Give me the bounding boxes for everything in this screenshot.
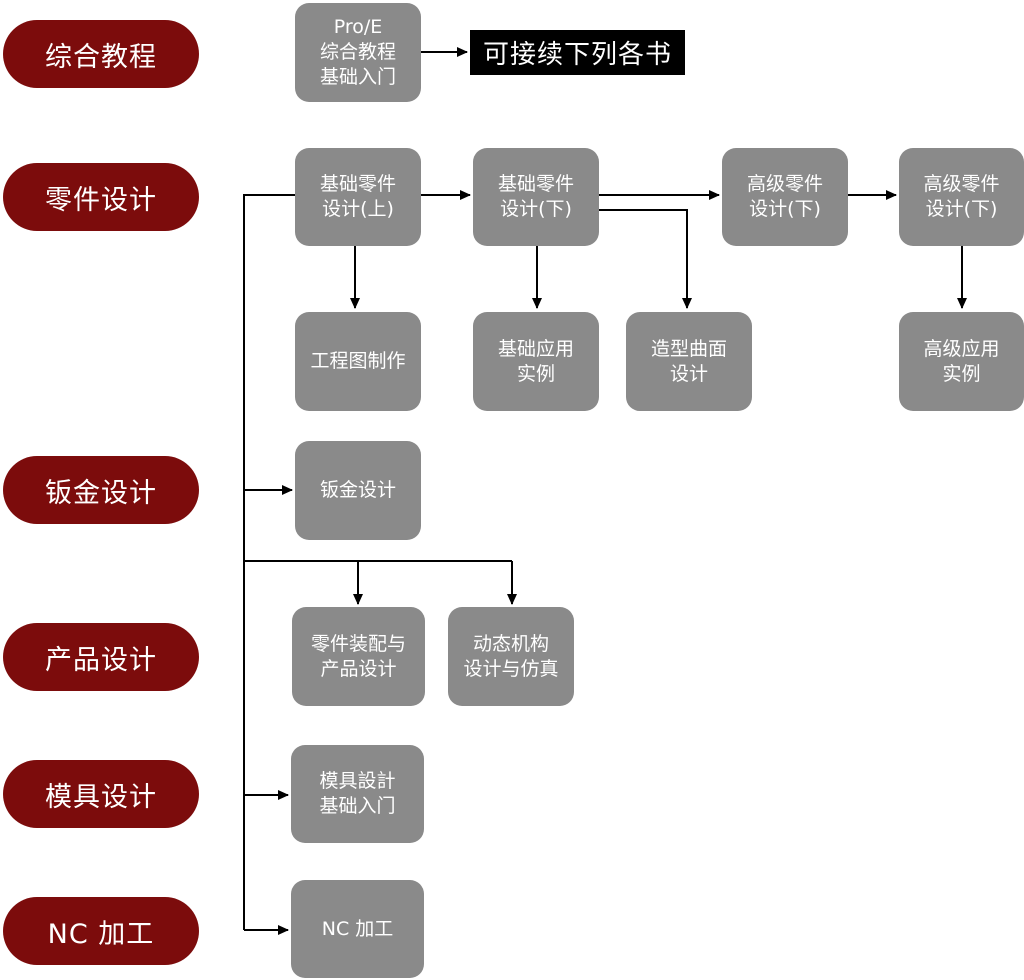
book-adv-part-2-line-2: 设计(下) (925, 198, 998, 220)
book-mechanism: 动态机构 设计与仿真 (448, 607, 574, 706)
book-sheet-metal-line-1: 钣金设计 (319, 479, 396, 501)
category-sheet-metal: 钣金设计 (3, 456, 199, 524)
book-adv-examples: 高级应用 实例 (899, 312, 1024, 411)
book-nc-line-1: NC 加工 (321, 917, 394, 940)
book-surface-design-line-2: 设计 (669, 362, 708, 385)
book-adv-part-1: 高级零件 设计(下) (722, 148, 848, 246)
continue-note: 可接续下列各书 (470, 30, 685, 75)
book-adv-part-2-line-1: 高级零件 (923, 173, 1000, 195)
book-drawing: 工程图制作 (295, 312, 421, 411)
book-surface-design-line-1: 造型曲面 (650, 337, 727, 360)
book-adv-examples-line-1: 高级应用 (923, 337, 1000, 360)
book-adv-part-1-line-2: 设计(下) (749, 198, 821, 220)
category-product-design: 产品设计 (3, 623, 199, 691)
book-assembly-line-2: 产品设计 (320, 657, 397, 680)
book-basic-examples: 基础应用 实例 (473, 312, 599, 411)
book-surface-design: 造型曲面 设计 (626, 312, 752, 411)
book-mechanism-line-1: 动态机构 (472, 632, 549, 655)
book-sheet-metal: 钣金设计 (295, 441, 421, 540)
category-part-design: 零件设计 (3, 163, 199, 231)
book-proe-basic: Pro/E 综合教程 基础入门 (295, 3, 421, 102)
book-basic-part-2: 基础零件 设计(下) (473, 148, 599, 246)
book-basic-examples-line-2: 实例 (516, 362, 555, 385)
book-adv-part-2: 高级零件 设计(下) (899, 148, 1024, 246)
category-nc: NC 加工 (3, 897, 199, 965)
book-mold-line-1: 模具設計 (319, 770, 396, 792)
book-mold-line-2: 基础入门 (319, 795, 396, 817)
book-mold: 模具設計 基础入门 (291, 745, 424, 843)
book-proe-basic-line-2: 综合教程 (319, 41, 396, 63)
book-assembly: 零件装配与 产品设计 (292, 607, 425, 706)
book-basic-part-1-line-1: 基础零件 (319, 173, 396, 195)
category-mold-design: 模具设计 (3, 760, 199, 828)
category-general: 综合教程 (3, 20, 199, 88)
book-adv-examples-line-2: 实例 (942, 362, 981, 385)
book-basic-examples-line-1: 基础应用 (497, 337, 574, 360)
book-basic-part-2-line-2: 设计(下) (500, 198, 572, 220)
book-mechanism-line-2: 设计与仿真 (463, 657, 559, 680)
book-basic-part-2-line-1: 基础零件 (497, 173, 574, 195)
book-basic-part-1: 基础零件 设计(上) (295, 148, 421, 246)
book-adv-part-1-line-1: 高级零件 (746, 173, 823, 195)
book-assembly-line-1: 零件装配与 (310, 632, 406, 655)
book-nc: NC 加工 (291, 880, 424, 978)
arrow-basic2-to-surface (599, 209, 692, 309)
book-proe-basic-line-1: Pro/E (333, 16, 383, 38)
book-drawing-line-1: 工程图制作 (310, 350, 406, 372)
book-proe-basic-line-3: 基础入门 (319, 66, 396, 88)
book-basic-part-1-line-2: 设计(上) (322, 198, 394, 220)
